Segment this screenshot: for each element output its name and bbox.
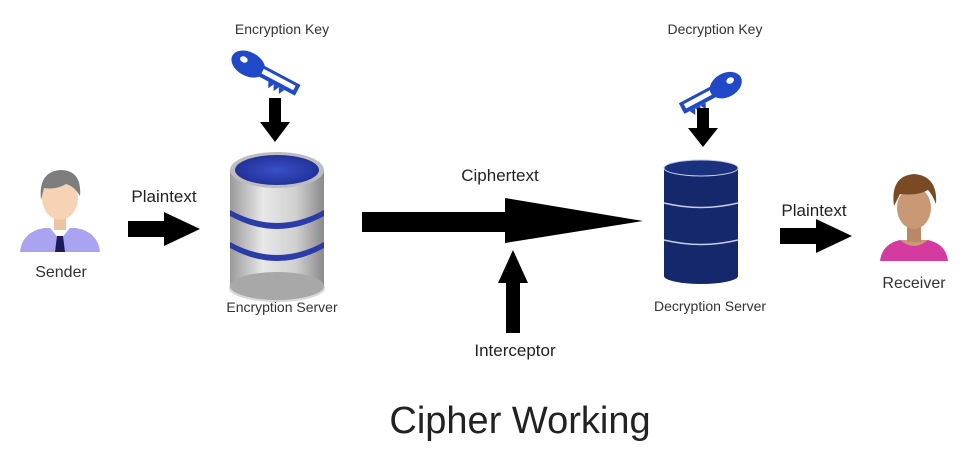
- key-arrow-down-2: [688, 108, 718, 147]
- decryption-key-icon: [678, 71, 742, 115]
- plaintext-label-1: Plaintext: [131, 187, 197, 206]
- receiver-label: Receiver: [882, 275, 946, 292]
- decryption-server-label: Decryption Server: [653, 298, 767, 314]
- decryption-key-label: Decryption Key: [667, 21, 763, 37]
- interceptor-label: Interceptor: [474, 341, 556, 360]
- encryption-server-label: Encryption Server: [226, 299, 338, 315]
- sender-icon: [20, 170, 100, 252]
- receiver-icon: [880, 174, 948, 261]
- encryption-key-label: Encryption Key: [234, 21, 330, 37]
- decryption-server-icon: [663, 159, 739, 284]
- plaintext-arrow-1: [128, 212, 200, 246]
- plaintext-arrow-2: [780, 219, 852, 253]
- encryption-key-icon: [231, 50, 301, 96]
- ciphertext-label: Ciphertext: [461, 166, 539, 185]
- diagram-title: Cipher Working: [389, 400, 651, 442]
- key-arrow-down-1: [260, 98, 290, 142]
- plaintext-label-2: Plaintext: [781, 201, 847, 220]
- interceptor-arrow: [498, 250, 528, 333]
- sender-label: Sender: [35, 264, 87, 281]
- ciphertext-arrow: [362, 198, 643, 243]
- encryption-server-icon: [229, 152, 325, 302]
